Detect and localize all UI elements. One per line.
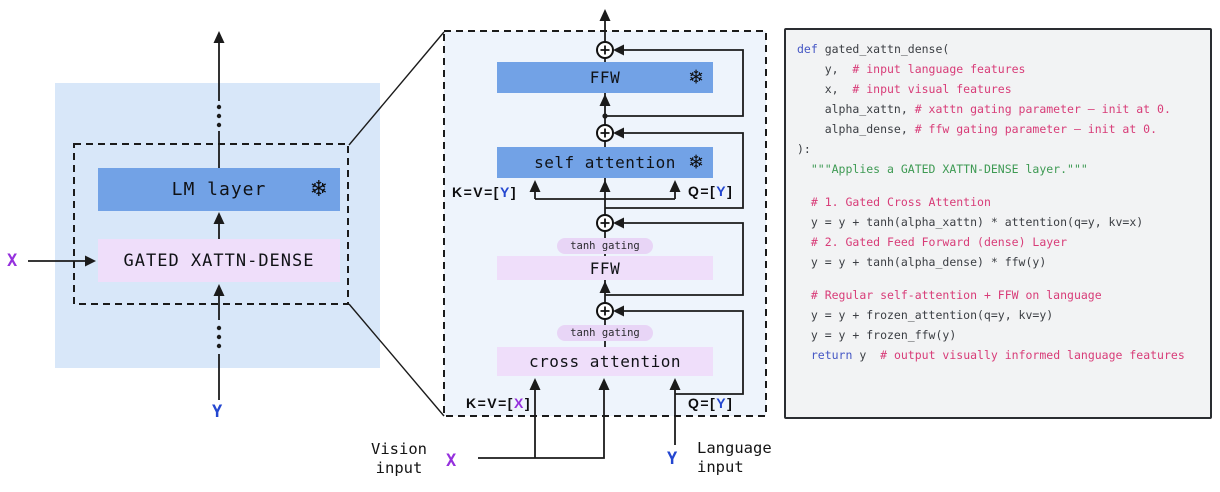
- code-line: [797, 272, 1220, 285]
- ffw-gated-label: FFW: [589, 258, 621, 278]
- code-line: y, # input language features: [797, 62, 1026, 76]
- code-line: # Regular self-attention + FFW on langua…: [810, 288, 1102, 302]
- code-line: return y # output visually informed lang…: [810, 348, 1185, 362]
- gated-xattn-dense-label: GATED XATTN-DENSE: [123, 250, 315, 271]
- plus-circle-icon: [596, 41, 614, 59]
- code-block: def gated_xattn_dense( y, # input langua…: [784, 28, 1220, 365]
- code-line: alpha_xattn, # xattn gating parameter – …: [797, 102, 1171, 116]
- ffw-gated-box: FFW: [497, 256, 713, 280]
- code-line: ):: [797, 142, 811, 156]
- snowflake-frozen-icon: ❄: [688, 66, 704, 88]
- code-line: alpha_dense, # ffw gating parameter – in…: [797, 122, 1158, 136]
- code-line: def gated_xattn_dense(: [797, 42, 950, 56]
- vision-input-caption: Vision input: [356, 440, 442, 478]
- kv-x-label: K=V=[X]: [466, 395, 531, 411]
- x-input-label: X: [446, 451, 457, 471]
- language-input-line2: input: [697, 458, 744, 476]
- y-input-label: Y: [667, 449, 678, 469]
- self-attention-label: self attention: [534, 153, 676, 172]
- code-line: x, # input visual features: [797, 82, 1012, 96]
- gated-xattn-dense-box: GATED XATTN-DENSE: [98, 239, 340, 282]
- snowflake-frozen-icon: ❄: [688, 151, 704, 173]
- plus-circle-icon: [596, 214, 614, 232]
- tanh-gating-pill-ffw: tanh gating: [557, 238, 653, 254]
- cross-attention-label: cross attention: [529, 352, 681, 371]
- tanh-gating-label: tanh gating: [570, 327, 640, 339]
- code-line: y = y + frozen_ffw(y): [797, 328, 957, 342]
- language-input-line1: Language: [697, 439, 772, 457]
- y-input-label: Y: [212, 402, 223, 422]
- plus-circle-icon: [596, 124, 614, 142]
- q-y-label-self-attn: Q=[Y]: [688, 183, 734, 199]
- self-attention-box: self attention ❄: [497, 147, 713, 178]
- cross-attention-box: cross attention: [497, 347, 713, 376]
- lm-layer-label: LM layer: [171, 179, 267, 200]
- ffw-frozen-box: FFW ❄: [497, 62, 713, 93]
- lm-stack-background: [55, 83, 380, 368]
- vision-input-line2: input: [375, 459, 423, 477]
- tanh-gating-pill-xattn: tanh gating: [557, 325, 653, 341]
- language-input-caption: Language input: [697, 439, 772, 477]
- code-line: y = y + tanh(alpha_xattn) * attention(q=…: [797, 215, 1144, 229]
- code-line: """Applies a GATED XATTN-DENSE layer.""": [810, 162, 1088, 176]
- vision-input-line1: Vision: [371, 440, 427, 458]
- code-line: y = y + tanh(alpha_dense) * ffw(y): [797, 255, 1047, 269]
- tanh-gating-label: tanh gating: [570, 240, 640, 252]
- code-panel: [784, 28, 1212, 419]
- code-line: y = y + frozen_attention(q=y, kv=y): [797, 308, 1054, 322]
- snowflake-frozen-icon: ❄: [309, 176, 328, 202]
- code-line: # 2. Gated Feed Forward (dense) Layer: [810, 235, 1068, 249]
- kv-y-label: K=V=[Y]: [452, 184, 517, 200]
- lm-layer-box: LM layer ❄: [98, 168, 340, 211]
- q-y-label-cross-attn: Q=[Y]: [688, 395, 734, 411]
- plus-circle-icon: [596, 302, 614, 320]
- x-input-label: X: [7, 251, 18, 271]
- ffw-frozen-label: FFW: [589, 68, 621, 87]
- code-line: [797, 179, 1220, 192]
- junction-dot: [602, 113, 608, 119]
- code-line: # 1. Gated Cross Attention: [810, 195, 991, 209]
